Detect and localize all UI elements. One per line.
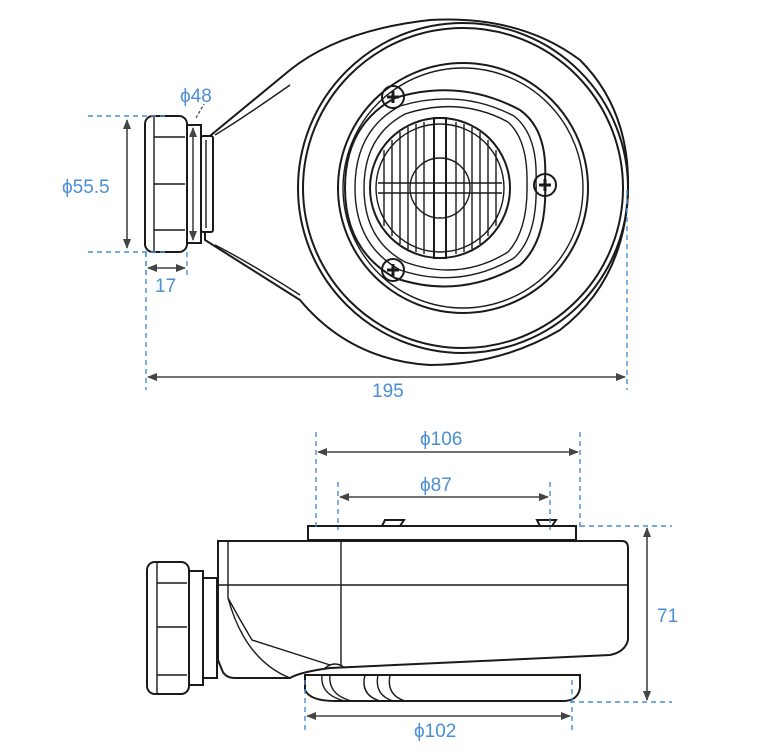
dimension-label-flange-diameter: ϕ106 <box>420 429 463 450</box>
grate-housing <box>343 89 547 288</box>
dimension-lines-side <box>304 432 672 730</box>
dimension-label-outlet-outer: ϕ55.5 <box>62 177 110 198</box>
side-view <box>146 432 672 730</box>
dimension-label-grate-diameter: ϕ87 <box>420 475 452 496</box>
screw-icon <box>381 258 405 282</box>
flange <box>307 525 577 541</box>
drain-body <box>217 540 629 679</box>
dimension-label-overall-length: 195 <box>372 381 404 402</box>
dimension-label-body-diameter: ϕ102 <box>414 721 457 742</box>
screw-icon <box>381 85 405 109</box>
dimension-label-nut-length: 17 <box>155 276 177 297</box>
outlet-nut <box>144 115 214 253</box>
screw-icon <box>533 173 557 197</box>
top-view <box>88 18 630 390</box>
dimension-lines <box>88 103 628 390</box>
grate-bars <box>378 122 502 254</box>
dimension-label-overall-height: 71 <box>657 606 679 627</box>
sump <box>304 674 581 702</box>
flange-ring <box>337 62 589 314</box>
grate-center-bar <box>433 117 447 259</box>
outlet-nut-side <box>146 561 218 695</box>
dimension-label-outlet-inner: ϕ48 <box>180 86 212 107</box>
outer-ring <box>297 22 629 354</box>
